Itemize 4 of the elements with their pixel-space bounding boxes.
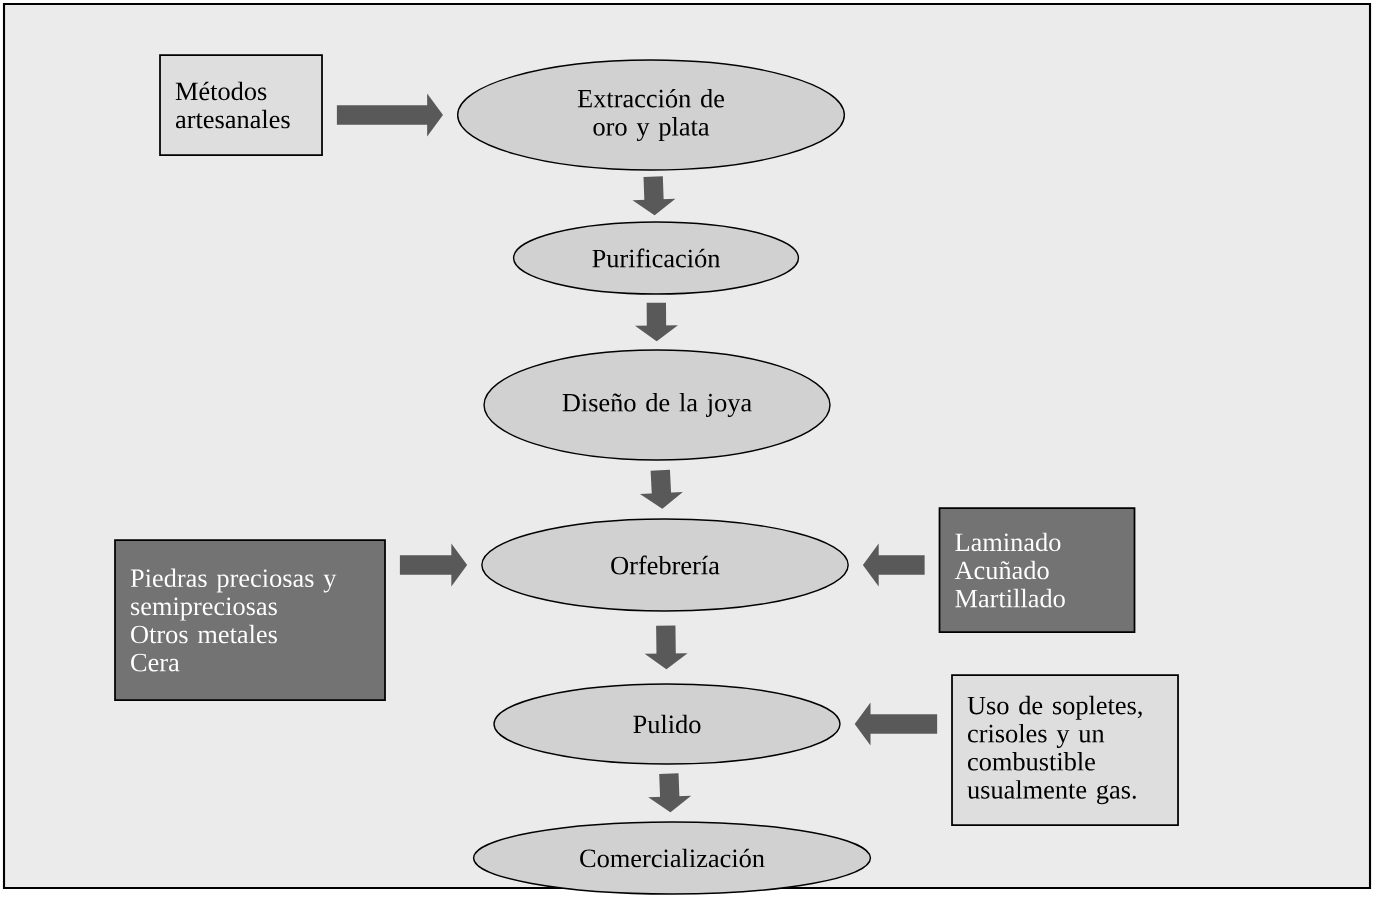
text-box: Uso de sopletes, crisoles y un combustible usualmente gas. [951,674,1179,826]
text-box: Métodos artesanales [159,54,323,156]
text-box: Laminado Acuñado Martillado [938,507,1136,633]
text-box: Piedras preciosas y semipreciosas Otros metales Cera [114,539,386,701]
